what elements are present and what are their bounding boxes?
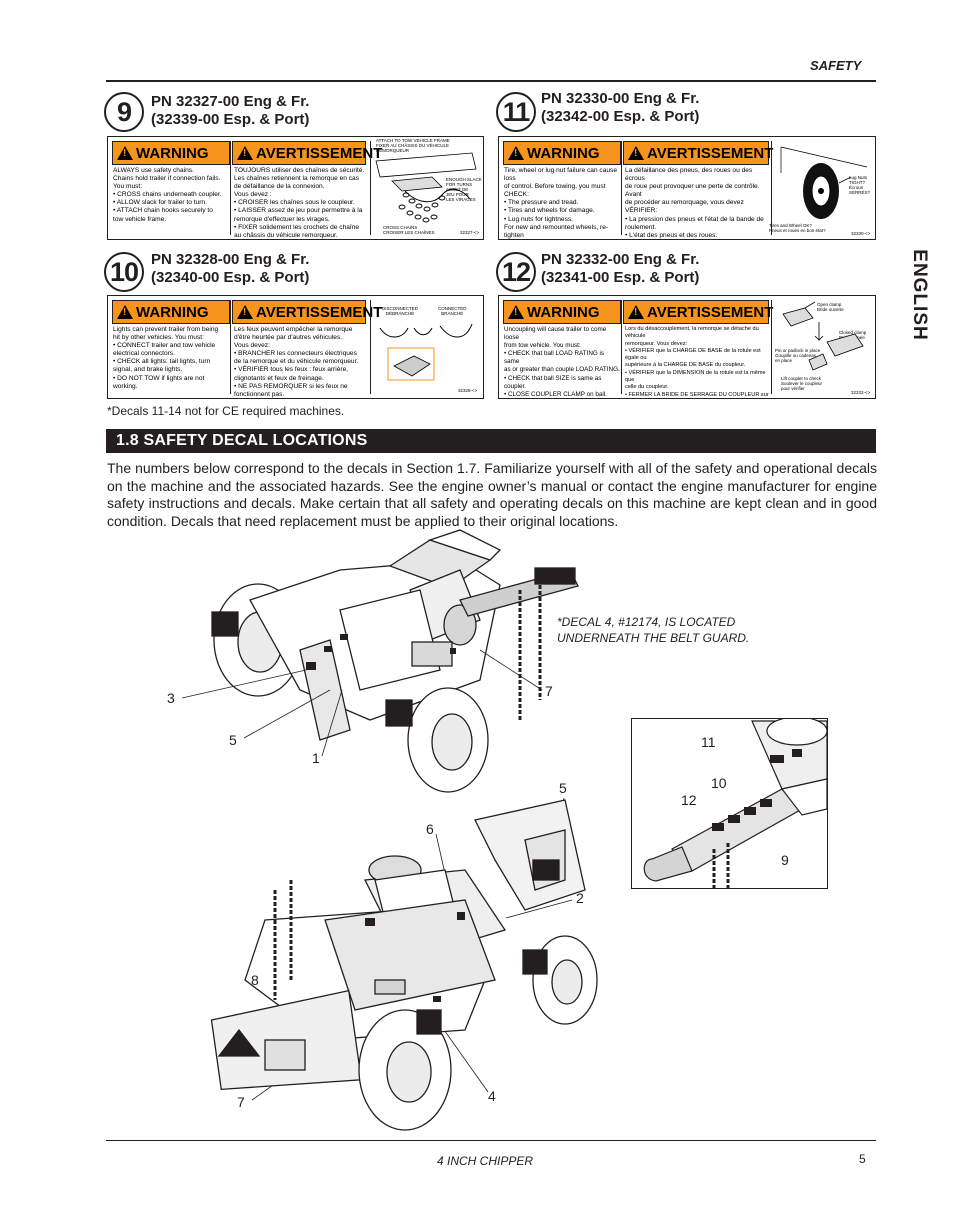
header-rule	[106, 80, 876, 82]
decal-english-text: ALWAYS use safety chains. Chains hold tr…	[113, 167, 222, 223]
decal-english-text: Tire, wheel or lug nut failure can cause…	[504, 167, 618, 239]
callout-number: 9	[781, 852, 789, 868]
decal-9-image: WARNING AVERTISSEMENT ALWAYS use safety …	[107, 136, 484, 240]
callout-number: 7	[545, 683, 553, 699]
safety-chain-illustration	[375, 152, 477, 223]
decal-french-text: La défaillance des pneus, des roues ou d…	[625, 167, 764, 239]
decal-french-text: Lors du désaccouplement, la remorque se …	[625, 326, 769, 398]
decal-english-text: Lights can prevent trailer from being hi…	[113, 326, 219, 390]
section-title: 1.8 SAFETY DECAL LOCATIONS	[116, 432, 368, 449]
callout-number: 3	[167, 690, 175, 706]
decal-number-badge: 12	[496, 252, 536, 292]
warning-triangle-icon	[508, 305, 524, 319]
decal-11-image: WARNING AVERTISSEMENT Tire, wheel or lug…	[498, 136, 876, 240]
callout-number: 7	[237, 1094, 245, 1110]
warning-triangle-icon	[237, 305, 253, 319]
decal-12-image: WARNING AVERTISSEMENT Uncoupling will ca…	[498, 295, 876, 399]
avertissement-banner: AVERTISSEMENT	[623, 141, 773, 165]
avertissement-banner: AVERTISSEMENT	[232, 141, 382, 165]
warning-triangle-icon	[508, 146, 524, 160]
callout-number: 12	[681, 792, 697, 808]
footer-rule	[106, 1140, 876, 1141]
decal-english-text: Uncoupling will cause trailer to come lo…	[504, 326, 620, 398]
warning-banner: WARNING	[112, 300, 230, 324]
warning-triangle-icon	[628, 305, 644, 319]
avertissement-banner: AVERTISSEMENT	[232, 300, 382, 324]
decal-10-image: WARNING AVERTISSEMENT Lights can prevent…	[107, 295, 484, 399]
chipper-rear-illustration	[210, 799, 598, 1131]
section-paragraph: The numbers below correspond to the deca…	[107, 460, 877, 529]
warning-triangle-icon	[117, 305, 133, 319]
callout-number: 8	[251, 972, 259, 988]
tire-wheel-illustration	[780, 146, 868, 219]
section-heading-bar	[106, 429, 876, 453]
callout-number: 5	[229, 732, 237, 748]
callout-number: 1	[312, 750, 320, 766]
callout-number: 5	[559, 780, 567, 796]
decal-part-number: PN 32330-00 Eng & Fr.(32342-00 Esp. & Po…	[541, 90, 700, 125]
belt-guard-note: *DECAL 4, #12174, IS LOCATED UNDERNEATH …	[557, 615, 750, 645]
decal-french-text: TOUJOURS utiliser des chaînes de sécurit…	[234, 167, 365, 239]
decal-french-text: Les feux peuvent empêcher la remorque d'…	[234, 326, 359, 398]
callout-number: 10	[711, 775, 727, 791]
decal-part-number: PN 32332-00 Eng & Fr.(32341-00 Esp. & Po…	[541, 251, 700, 286]
decal-note: *Decals 11-14 not for CE required machin…	[107, 404, 345, 418]
avertissement-banner: AVERTISSEMENT	[623, 300, 773, 324]
decal-number-badge: 11	[496, 92, 536, 132]
coupler-inset-box	[631, 718, 828, 889]
callout-number: 2	[576, 890, 584, 906]
callout-number: 6	[426, 821, 434, 837]
decal-number-badge: 9	[104, 92, 144, 132]
warning-triangle-icon	[117, 146, 133, 160]
callout-number: 4	[488, 1088, 496, 1104]
chipper-front-illustration	[211, 529, 579, 793]
coupler-inset-illustration	[643, 719, 827, 888]
callout-number: 11	[701, 734, 716, 750]
decal-part-number: PN 32327-00 Eng & Fr.(32339-00 Esp. & Po…	[151, 93, 310, 128]
footer-title: 4 INCH CHIPPER	[437, 1154, 534, 1168]
running-header: SAFETY	[810, 58, 862, 73]
warning-triangle-icon	[628, 146, 644, 160]
warning-triangle-icon	[237, 146, 253, 160]
decal-number-badge: 10	[104, 252, 144, 292]
connector-illustration	[379, 323, 473, 381]
warning-banner: WARNING	[503, 141, 621, 165]
page-number: 5	[859, 1152, 866, 1166]
decal-part-number: PN 32328-00 Eng & Fr.(32340-00 Esp. & Po…	[151, 251, 310, 286]
warning-banner: WARNING	[112, 141, 230, 165]
warning-banner: WARNING	[503, 300, 621, 324]
coupler-clamp-illustration	[782, 301, 864, 371]
